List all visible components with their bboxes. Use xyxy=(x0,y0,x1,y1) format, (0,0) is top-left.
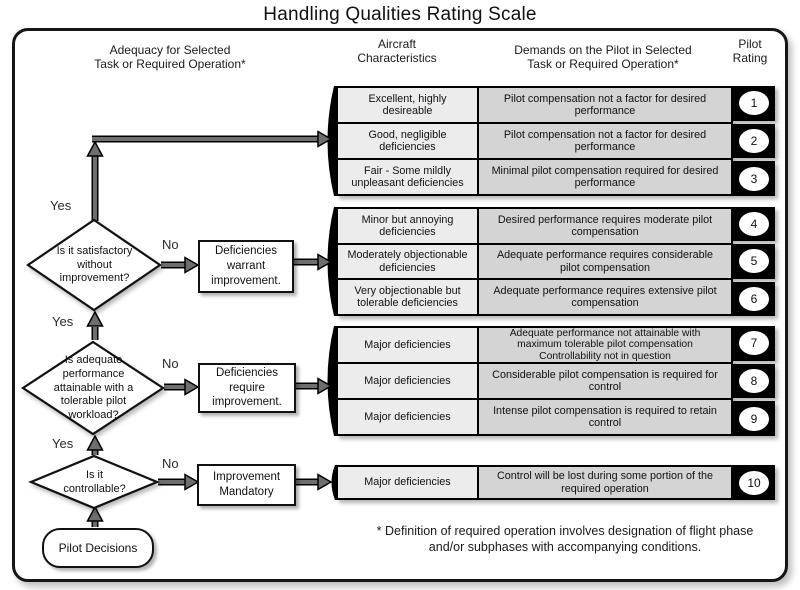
yes-label-1: Yes xyxy=(50,198,72,213)
header-adequacy: Adequacy for Selected Task or Required O… xyxy=(94,43,246,72)
rating-cell: 3 xyxy=(733,161,775,197)
rating-badge: 6 xyxy=(739,286,769,311)
header-demands: Demands on the Pilot in Selected Task or… xyxy=(514,43,692,72)
rating-cell: 7 xyxy=(733,326,775,361)
characteristics-cell: Major deficiencies xyxy=(338,328,477,362)
characteristics-cell: Major deficiencies xyxy=(338,467,477,498)
footnote: * Definition of required operation invol… xyxy=(376,524,754,554)
demands-cell: Adequate performance requires extensive … xyxy=(479,280,731,315)
up-arrowhead xyxy=(86,505,104,522)
table-group-1: Excellent, highly desireable Pilot compe… xyxy=(336,86,733,196)
characteristics-cell: Very objectionable but tolerable deficie… xyxy=(338,280,477,315)
characteristics-cell: Good, negligible deficiencies xyxy=(338,124,477,158)
rating-column-group-3: 7 8 9 xyxy=(733,326,775,437)
rating-badge: 7 xyxy=(739,331,769,356)
no-label-1: No xyxy=(162,237,179,252)
header-pilot-rating: Pilot Rating xyxy=(732,37,768,66)
rating-badge: 10 xyxy=(739,470,769,495)
demands-cell: Desired performance requires moderate pi… xyxy=(479,209,731,243)
rating-badge: 9 xyxy=(739,406,769,431)
rating-badge: 5 xyxy=(739,249,769,274)
yes-label-3: Yes xyxy=(52,436,74,451)
rating-column-group-1: 1 2 3 xyxy=(733,86,775,197)
rating-column-group-4: 10 xyxy=(733,465,775,500)
up-arrowhead xyxy=(86,434,104,451)
rating-badge: 4 xyxy=(739,212,769,237)
demands-cell: Pilot compensation not a factor for desi… xyxy=(479,124,731,158)
no-label-2: No xyxy=(162,356,179,371)
rating-column-group-2: 4 5 6 xyxy=(733,207,775,316)
characteristics-cell: Major deficiencies xyxy=(338,364,477,398)
characteristics-cell: Minor but annoying deficiencies xyxy=(338,209,477,243)
table-row: Excellent, highly desireable Pilot compe… xyxy=(338,88,731,122)
demands-cell: Considerable pilot compensation is requi… xyxy=(479,364,731,398)
rating-badge: 2 xyxy=(739,129,769,153)
characteristics-cell: Moderately objectionable deficiencies xyxy=(338,244,477,279)
right-arrowhead xyxy=(317,377,333,395)
decision-question-controllable: Is it controllable? xyxy=(63,468,126,495)
rating-cell: 2 xyxy=(733,123,775,159)
action-box-deficiencies-warrant: Deficiencies warrant improvement. xyxy=(198,240,294,293)
table-row: Good, negligible deficiencies Pilot comp… xyxy=(338,124,731,158)
yes-label-2: Yes xyxy=(52,314,74,329)
demands-cell: Intense pilot compensation is required t… xyxy=(479,400,731,434)
demands-cell: Adequate performance requires considerab… xyxy=(479,244,731,279)
rating-badge: 3 xyxy=(739,166,769,191)
right-arrowhead xyxy=(184,256,200,274)
page-title: Handling Qualities Rating Scale xyxy=(263,4,537,25)
rating-cell: 8 xyxy=(733,363,775,399)
table-row: Major deficiencies Control will be lost … xyxy=(338,467,731,498)
table-row: Moderately objectionable deficiencies Ad… xyxy=(338,244,731,279)
right-arrowhead xyxy=(317,473,333,491)
demands-cell: Minimal pilot compensation required for … xyxy=(479,160,731,194)
table-row: Major deficiencies Adequate performance … xyxy=(338,328,731,362)
right-arrowhead xyxy=(184,378,200,396)
rating-cell: 6 xyxy=(733,281,775,316)
table-row: Very objectionable but tolerable deficie… xyxy=(338,280,731,315)
right-arrowhead xyxy=(317,130,333,148)
table-group-2: Minor but annoying deficiencies Desired … xyxy=(336,207,733,316)
right-arrowhead xyxy=(317,253,333,271)
right-arrowhead xyxy=(184,473,200,491)
up-arrowhead xyxy=(86,310,104,327)
action-box-deficiencies-require: Deficiencies require improvement. xyxy=(198,363,296,413)
characteristics-cell: Fair - Some mildly unpleasant deficienci… xyxy=(338,160,477,194)
characteristics-cell: Major deficiencies xyxy=(338,400,477,434)
decision-diamond-controllable xyxy=(28,454,160,510)
table-group-4: Major deficiencies Control will be lost … xyxy=(336,465,733,500)
rating-badge: 8 xyxy=(739,369,769,393)
decision-question-satisfactory: Is it satisfactory without improvement? xyxy=(56,244,133,285)
demands-cell: Pilot compensation not a factor for desi… xyxy=(479,88,731,122)
table-row: Minor but annoying deficiencies Desired … xyxy=(338,209,731,243)
rating-badge: 1 xyxy=(739,91,769,116)
rating-cell: 1 xyxy=(733,86,775,121)
decision-diamonds xyxy=(20,218,166,510)
table-row: Fair - Some mildly unpleasant deficienci… xyxy=(338,160,731,194)
decision-diamond-satisfactory xyxy=(26,218,162,312)
decision-question-adequate-performance: Is adequate performance attainable with … xyxy=(53,354,134,422)
header-aircraft-characteristics: Aircraft Characteristics xyxy=(357,37,437,66)
rating-cell: 10 xyxy=(733,465,775,500)
decision-diamond-adequate-performance xyxy=(20,340,166,436)
rating-cell: 4 xyxy=(733,207,775,242)
table-row: Major deficiencies Intense pilot compens… xyxy=(338,400,731,434)
demands-cell: Control will be lost during some portion… xyxy=(479,467,731,498)
no-label-3: No xyxy=(162,456,179,471)
rating-cell: 5 xyxy=(733,244,775,279)
rating-cell: 9 xyxy=(733,401,775,437)
demands-cell: Adequate performance not attainable with… xyxy=(479,328,731,362)
characteristics-cell: Excellent, highly desireable xyxy=(338,88,477,122)
table-group-3: Major deficiencies Adequate performance … xyxy=(336,326,733,436)
table-row: Major deficiencies Considerable pilot co… xyxy=(338,364,731,398)
up-arrowhead xyxy=(86,140,104,157)
start-node-pilot-decisions: Pilot Decisions xyxy=(42,528,154,568)
action-box-improvement-mandatory: Improvement Mandatory xyxy=(197,464,296,506)
flow-arrows xyxy=(86,130,333,527)
